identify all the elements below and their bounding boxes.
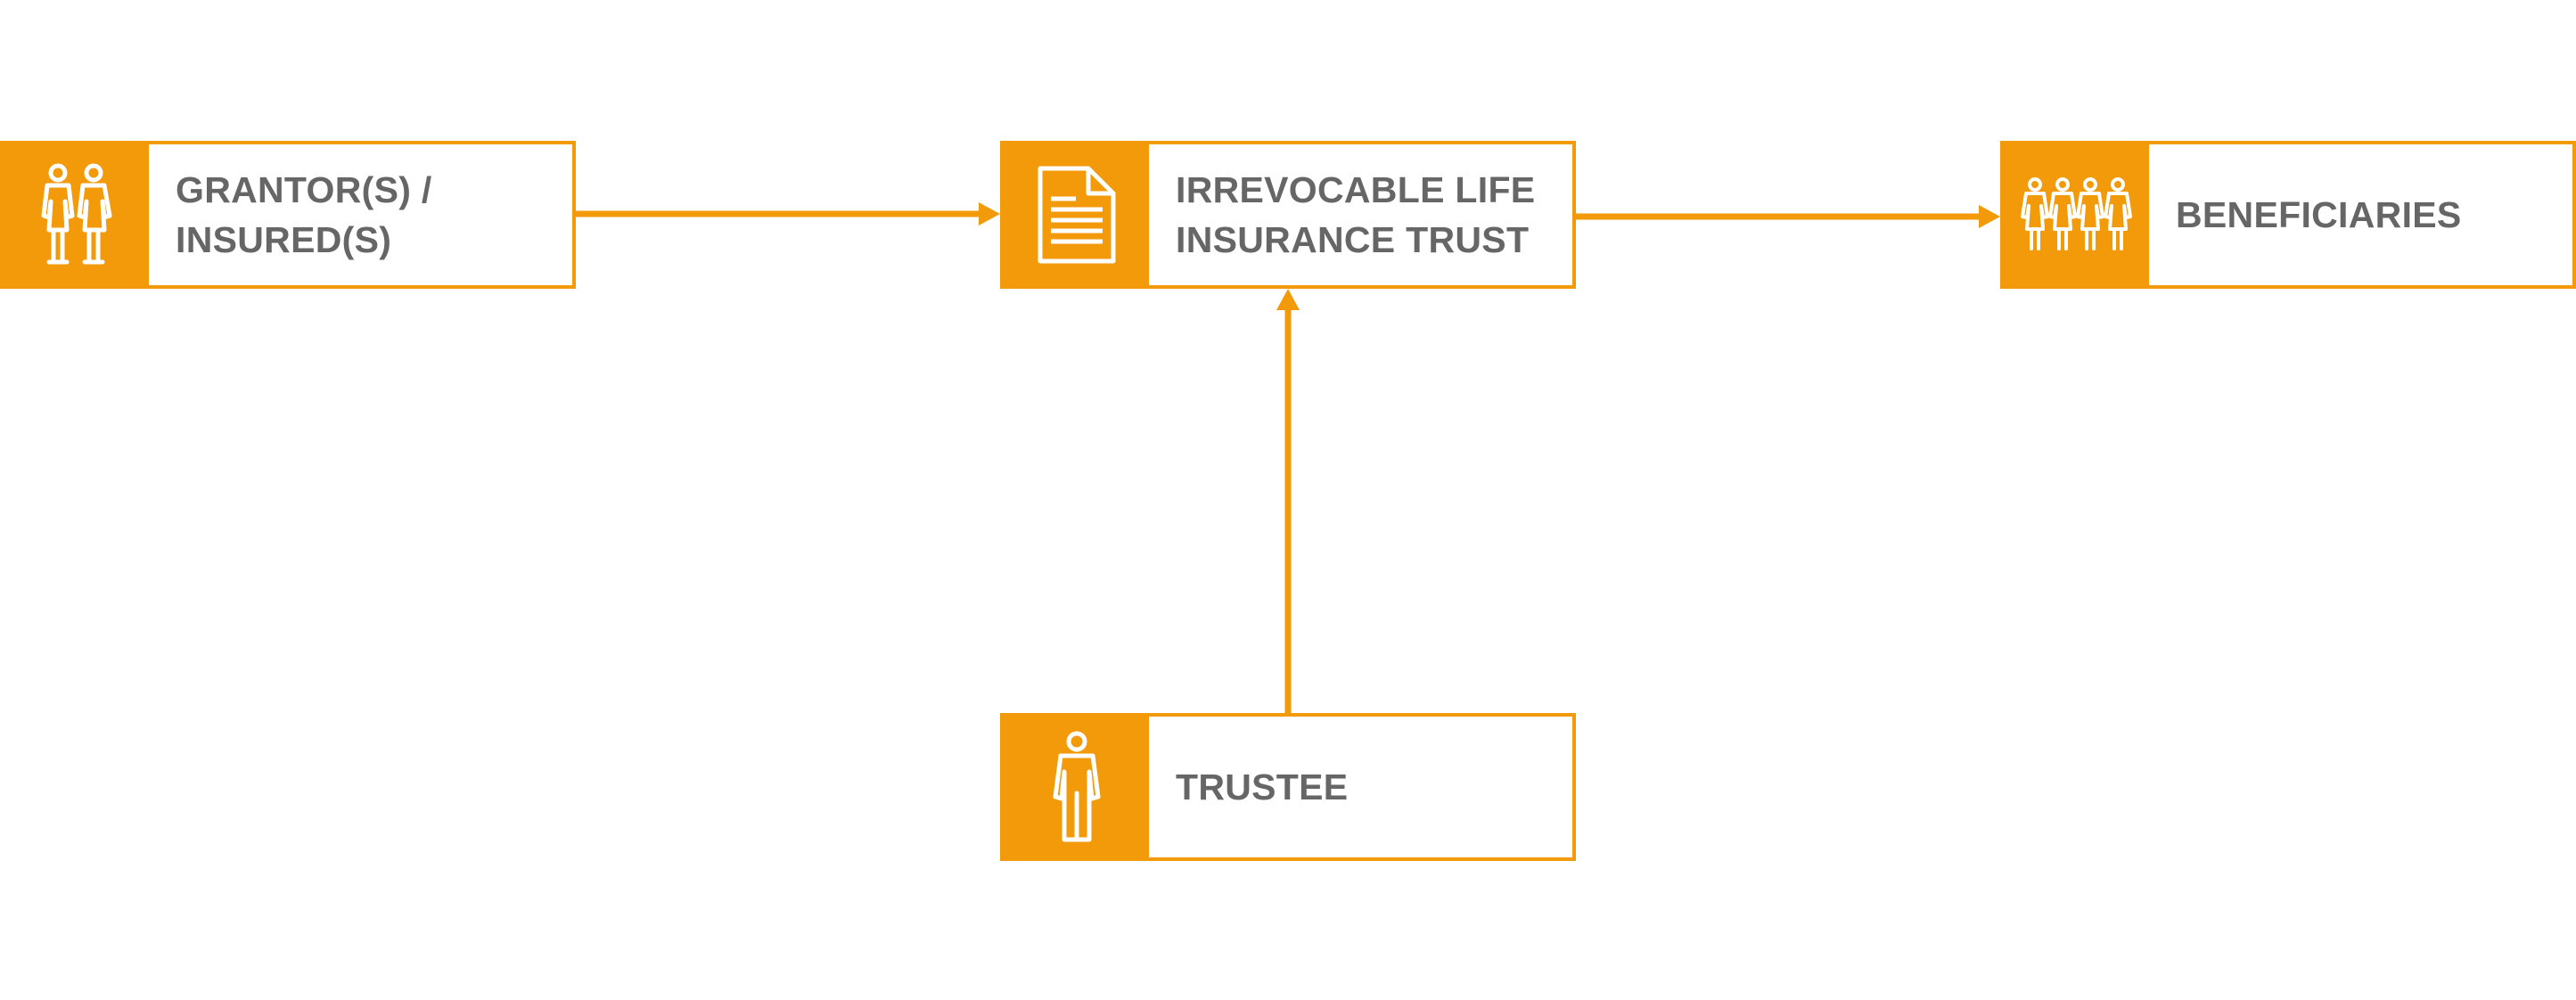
trust-label-line1: IRREVOCABLE LIFE [1176, 169, 1536, 210]
beneficiaries-label-line1: BENEFICIARIES [2176, 194, 2462, 235]
person-icon [1004, 717, 1149, 857]
couple-icon [4, 144, 149, 285]
trust-node: IRREVOCABLE LIFE INSURANCE TRUST [1000, 141, 1576, 289]
trustee-node: TRUSTEE [1000, 713, 1576, 861]
trust-label: IRREVOCABLE LIFE INSURANCE TRUST [1149, 144, 1572, 285]
group-icon [2004, 144, 2149, 285]
grantor-label: GRANTOR(S) / INSURED(S) [149, 144, 572, 285]
arrowhead-trust-bottom [1276, 289, 1300, 310]
trust-label-line2: INSURANCE TRUST [1176, 219, 1530, 260]
grantor-label-line2: INSURED(S) [176, 219, 392, 260]
trustee-label-line1: TRUSTEE [1176, 766, 1349, 807]
grantor-label-line1: GRANTOR(S) / [176, 169, 432, 210]
arrowhead-beneficiaries-left [1979, 205, 2000, 228]
arrowhead-trust-left [979, 202, 1000, 225]
trustee-label: TRUSTEE [1149, 717, 1572, 857]
beneficiaries-node: BENEFICIARIES [2000, 141, 2576, 289]
beneficiaries-label: BENEFICIARIES [2149, 144, 2572, 285]
document-icon [1004, 144, 1149, 285]
grantor-node: GRANTOR(S) / INSURED(S) [0, 141, 576, 289]
